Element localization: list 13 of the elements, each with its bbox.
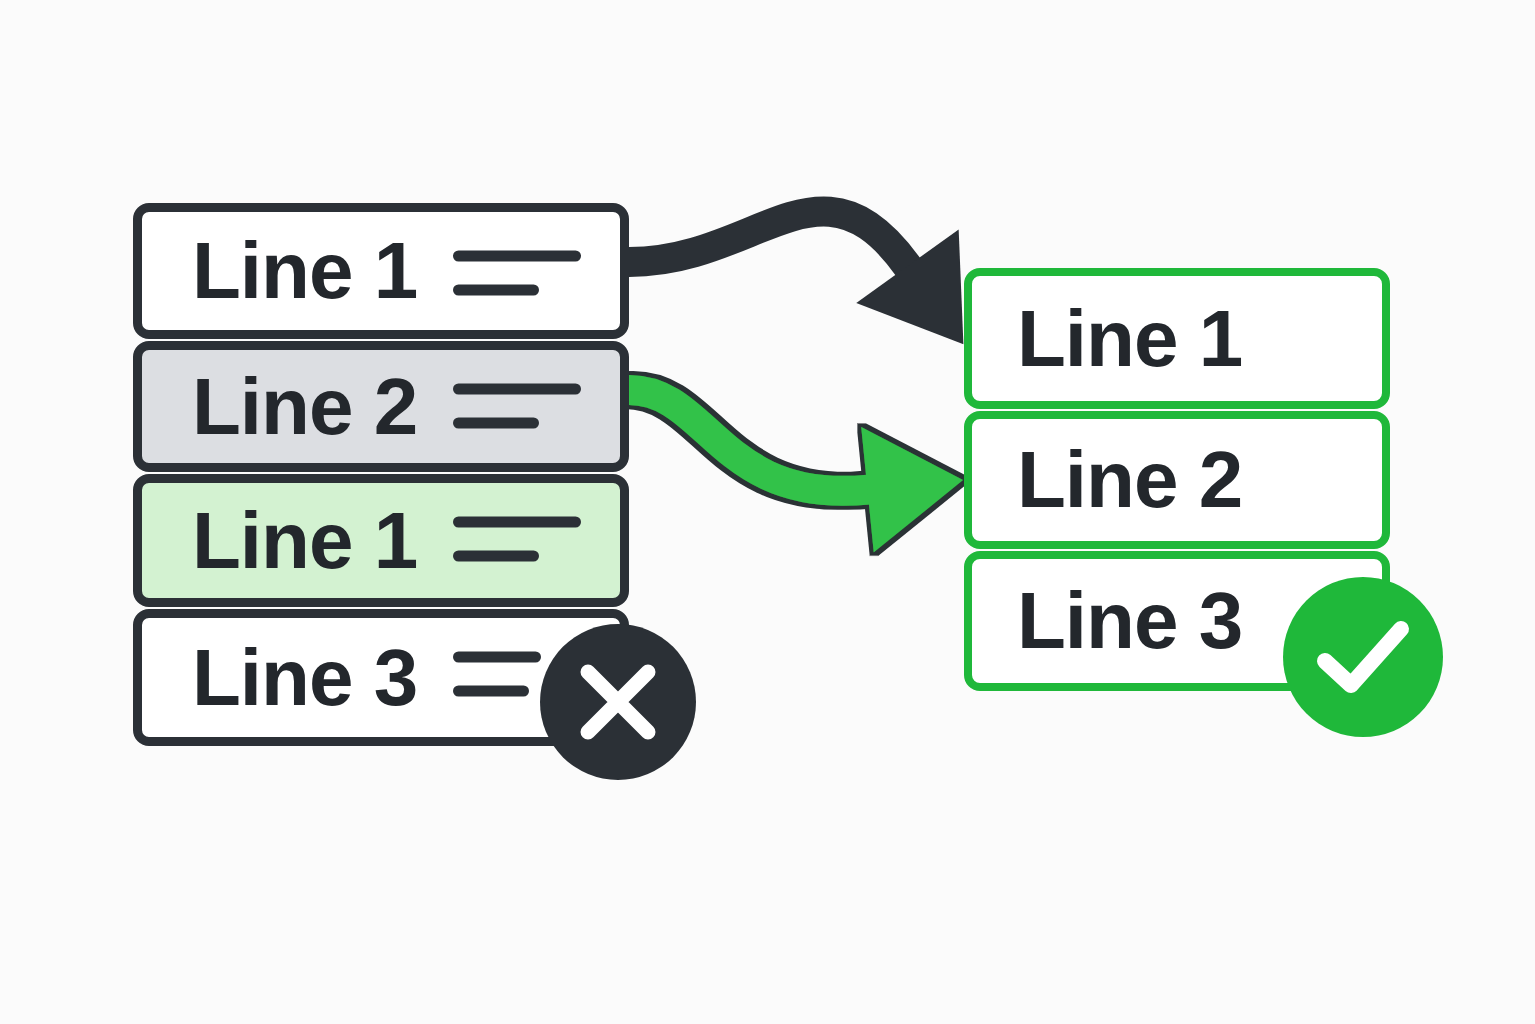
list-row (133, 341, 629, 472)
row-label: Line 2 (192, 366, 418, 447)
row-label: Line 3 (1017, 581, 1243, 661)
list-row (133, 203, 629, 339)
row-label: Line 3 (192, 637, 418, 718)
row-label: Line 1 (192, 231, 418, 311)
row-label: Line 1 (192, 500, 418, 581)
list-row (133, 474, 629, 607)
list-row (964, 268, 1390, 409)
row-label: Line 1 (1017, 298, 1243, 379)
list-row (964, 411, 1390, 549)
row-label: Line 2 (1017, 440, 1243, 520)
curved-arrow (627, 375, 964, 553)
